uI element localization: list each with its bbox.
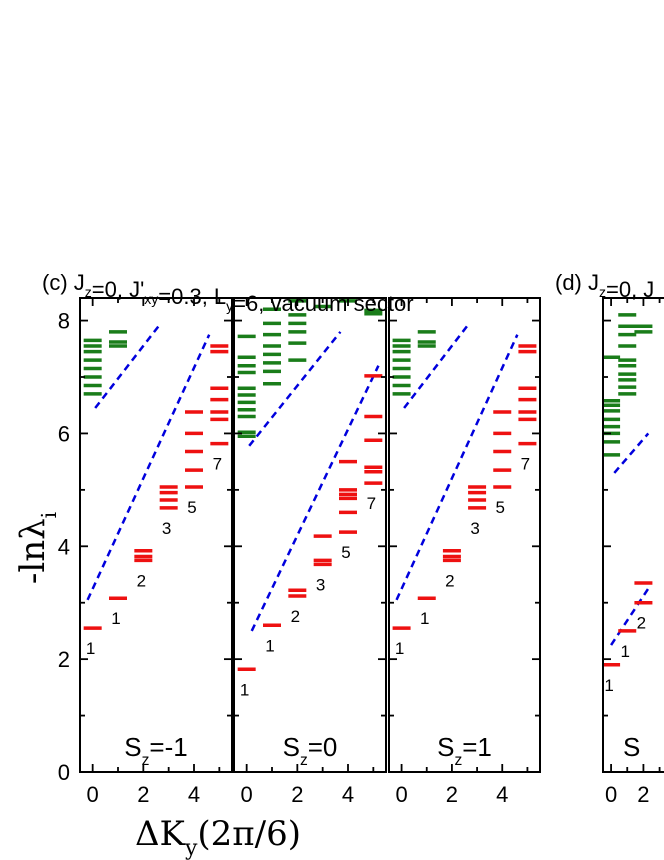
y-tick-label: 6 — [58, 421, 70, 446]
degeneracy-label: 3 — [162, 519, 171, 538]
dashed-guide-line — [403, 325, 469, 409]
x-tick-label: 0 — [605, 782, 617, 807]
degeneracy-label: 1 — [265, 636, 274, 655]
degeneracy-label: 5 — [496, 498, 505, 517]
panel-content: 112 — [603, 313, 653, 695]
degeneracy-label: 5 — [187, 498, 196, 517]
panel-frame — [79, 297, 233, 773]
x-tick-label: 0 — [241, 782, 253, 807]
panel-frame — [388, 297, 541, 773]
title-c: (c) Jz=0, J'xy=0.3, Ly=6, vacuum sector — [42, 270, 414, 316]
y-axis-label: -lnλi — [13, 511, 61, 584]
panel-sz-label: S — [623, 732, 640, 762]
degeneracy-label: 5 — [341, 543, 350, 562]
x-tick-label: 2 — [291, 782, 303, 807]
degeneracy-label: 3 — [316, 575, 325, 594]
x-tick-label: 2 — [137, 782, 149, 807]
degeneracy-label: 7 — [213, 455, 222, 474]
degeneracy-label: 1 — [420, 609, 429, 628]
degeneracy-label: 2 — [291, 607, 300, 626]
degeneracy-label: 3 — [470, 519, 479, 538]
panel-sz-label: Sz=1 — [437, 732, 492, 769]
degeneracy-label: 1 — [621, 642, 630, 661]
y-tick-label: 2 — [58, 647, 70, 672]
dashed-guide-line — [613, 432, 650, 474]
degeneracy-label: 1 — [111, 609, 120, 628]
degeneracy-label: 1 — [86, 639, 95, 658]
degeneracy-label: 1 — [240, 680, 249, 699]
y-tick-label: 0 — [58, 760, 70, 785]
title-d: (d) Jz=0, J — [555, 270, 654, 302]
degeneracy-label: 2 — [137, 571, 146, 590]
dashed-guide-line — [395, 334, 519, 601]
degeneracy-label: 2 — [445, 571, 454, 590]
x-tick-label: 2 — [446, 782, 458, 807]
degeneracy-label: 1 — [395, 639, 404, 658]
y-tick-label: 4 — [58, 534, 70, 559]
x-tick-label: 0 — [87, 782, 99, 807]
x-tick-label: 4 — [188, 782, 200, 807]
dashed-guide-line — [248, 331, 342, 447]
x-tick-label: 0 — [395, 782, 407, 807]
degeneracy-label: 2 — [637, 614, 646, 633]
degeneracy-label: 1 — [604, 676, 613, 695]
panel-frame — [602, 297, 664, 773]
degeneracy-label: 7 — [521, 455, 530, 474]
panel-frame — [233, 297, 387, 773]
x-tick-label: 2 — [637, 782, 649, 807]
dashed-guide-line — [250, 365, 380, 632]
panel-sz-label: Sz=0 — [283, 732, 338, 769]
panel-sz-label: Sz=-1 — [124, 732, 187, 769]
x-tick-label: 4 — [342, 782, 354, 807]
dashed-guide-line — [86, 334, 211, 601]
dashed-guide-line — [94, 325, 160, 409]
x-axis-label: ΔKy(2π/6) — [135, 814, 301, 860]
x-tick-label: 4 — [496, 782, 508, 807]
y-tick-label: 8 — [58, 309, 70, 334]
panel-4: 112024S — [602, 297, 664, 807]
degeneracy-label: 7 — [367, 494, 376, 513]
